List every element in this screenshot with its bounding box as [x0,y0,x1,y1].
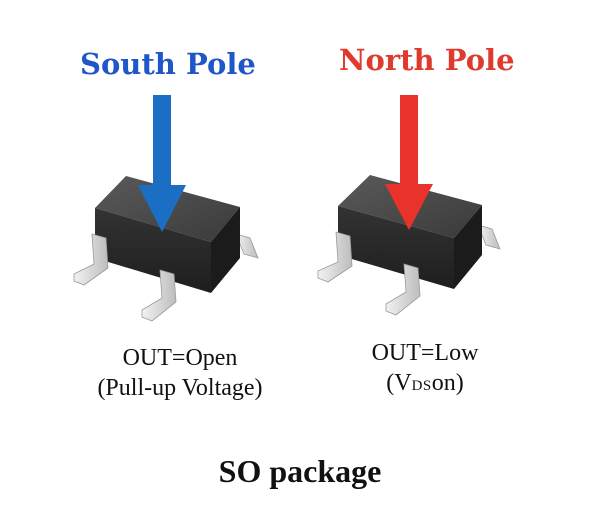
arrow-shaft [400,95,418,187]
north-arrow-icon [385,95,433,230]
north-pole-title: North Pole [339,43,515,77]
chip-lead [235,233,259,259]
arrow-shaft [153,95,171,187]
north-note-close: on) [431,370,464,396]
chip-lead [477,224,501,250]
arrow-head [138,185,186,232]
south-output-state: OUT=Open [122,345,238,371]
north-output-state: OUT=Low [371,340,479,366]
chip-lead [317,231,353,283]
chip-front-face [95,208,211,293]
north-output-caption: OUT=Low (VDSon) [305,338,545,401]
chip-front-face [338,206,454,289]
arrow-head [385,184,433,230]
south-output-note: (Pull-up Voltage) [97,375,263,401]
chip-side-face [211,207,240,293]
south-output-caption: OUT=Open (Pull-up Voltage) [30,343,330,403]
north-note-subscript: DS [411,378,432,394]
chip-lead [141,269,177,322]
chip-side-face [454,205,482,289]
south-pole-title: South Pole [80,47,256,81]
chip-lead [385,263,421,316]
chip-lead [73,233,109,286]
package-label: SO package [218,453,382,489]
south-arrow-icon [138,95,186,232]
north-note-open: (V [386,370,412,396]
north-output-note: (VDSon) [305,368,545,401]
